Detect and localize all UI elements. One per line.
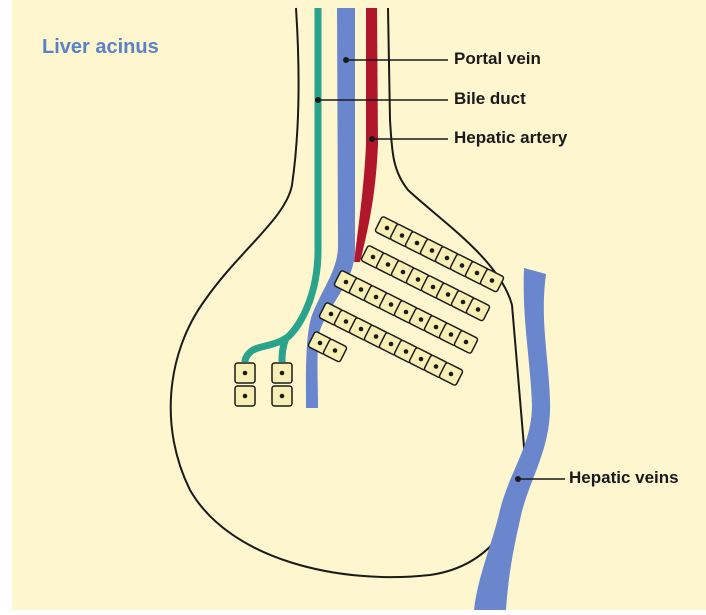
portal-vein-pointer-dot bbox=[343, 57, 349, 63]
hepatocyte-nucleus bbox=[400, 233, 405, 238]
hepatocyte-nucleus bbox=[446, 292, 451, 297]
hepatocyte-nucleus bbox=[419, 317, 424, 322]
hepatocyte-nucleus bbox=[476, 307, 481, 312]
hepatocyte-nucleus bbox=[385, 226, 390, 231]
hepatocyte-nucleus bbox=[318, 341, 323, 346]
hepatocyte-nucleus bbox=[464, 340, 469, 345]
hepatocyte-nucleus bbox=[419, 357, 424, 362]
hepatocyte-nucleus bbox=[416, 277, 421, 282]
hepatic-veins-label: Hepatic veins bbox=[569, 468, 679, 488]
bile-duct-pointer-dot bbox=[315, 97, 321, 103]
hepatocyte-nucleus bbox=[371, 255, 376, 260]
hepatocyte-nucleus bbox=[386, 262, 391, 267]
hepatocyte-nucleus bbox=[359, 287, 364, 292]
hepatocyte-nucleus bbox=[449, 372, 454, 377]
hepatocyte-nucleus bbox=[430, 248, 435, 253]
portal-vein-label: Portal vein bbox=[454, 49, 541, 69]
hepatocyte-nucleus bbox=[490, 278, 495, 283]
hepatocyte-nucleus bbox=[475, 271, 480, 276]
bile-duct-label: Bile duct bbox=[454, 89, 526, 109]
hepatocyte-nucleus bbox=[404, 349, 409, 354]
hepatocyte-nucleus bbox=[431, 285, 436, 290]
hepatic-artery-pointer-dot bbox=[369, 136, 375, 142]
hepatocyte-nucleus bbox=[445, 256, 450, 261]
hepatocyte-nucleus bbox=[404, 310, 409, 315]
bile-duct-cell-nucleus bbox=[243, 371, 248, 376]
hepatocyte-nucleus bbox=[449, 332, 454, 337]
hepatocyte-nucleus bbox=[401, 270, 406, 275]
bile-duct-branch bbox=[282, 338, 286, 362]
hepatocyte-nucleus bbox=[460, 263, 465, 268]
bile-duct-cell-nucleus bbox=[280, 394, 285, 399]
hepatocyte-nucleus bbox=[329, 312, 334, 317]
hepatocyte-nucleus bbox=[434, 325, 439, 330]
hepatocyte-nucleus bbox=[344, 319, 349, 324]
diagram-title: Liver acinus bbox=[42, 36, 159, 59]
hepatocyte-nucleus bbox=[389, 302, 394, 307]
hepatic-artery-label: Hepatic artery bbox=[454, 128, 567, 148]
hepatocyte-nucleus bbox=[333, 348, 338, 353]
hepatic-veins-pointer-dot bbox=[515, 476, 521, 482]
hepatocyte-nucleus bbox=[374, 334, 379, 339]
bile-duct-cell-nucleus bbox=[243, 394, 248, 399]
hepatocyte-nucleus bbox=[434, 364, 439, 369]
bile-duct-cell-nucleus bbox=[280, 371, 285, 376]
hepatocyte-nucleus bbox=[359, 327, 364, 332]
hepatocyte-nucleus bbox=[389, 342, 394, 347]
hepatocyte-nucleus bbox=[344, 280, 349, 285]
hepatocyte-nucleus bbox=[374, 295, 379, 300]
hepatocyte-nucleus bbox=[461, 300, 466, 305]
hepatocyte-nucleus bbox=[415, 241, 420, 246]
diagram-background bbox=[12, 0, 706, 610]
